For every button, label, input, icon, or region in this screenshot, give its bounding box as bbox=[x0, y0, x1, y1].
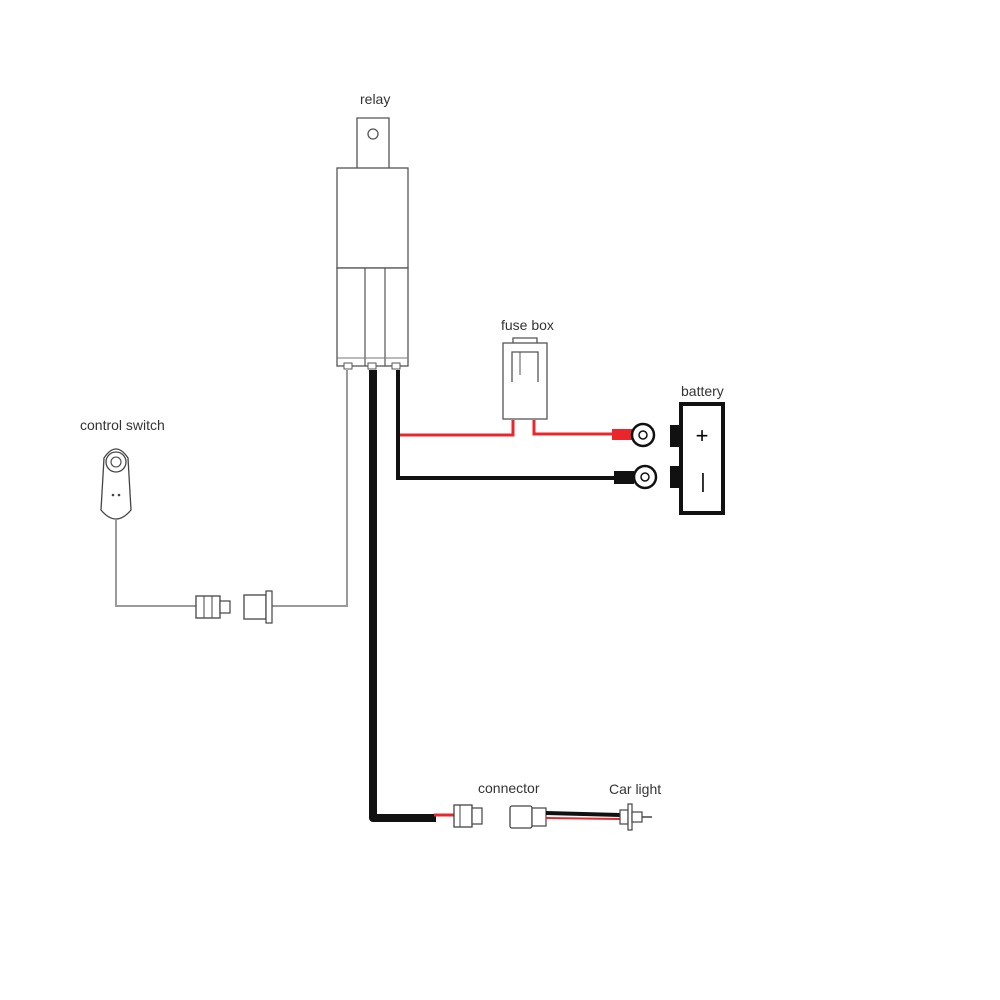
light-connector bbox=[453, 804, 547, 829]
relay-pin bbox=[367, 362, 377, 370]
relay-body-top bbox=[336, 167, 409, 269]
car-light-label: Car light bbox=[609, 781, 662, 797]
battery-post-positive bbox=[670, 425, 683, 447]
relay-pin bbox=[391, 362, 401, 370]
fuse-box-latch bbox=[511, 351, 539, 382]
light-connector-female bbox=[509, 805, 533, 829]
control-switch-body bbox=[100, 448, 132, 520]
car-light-wire-black bbox=[545, 811, 621, 817]
battery: + | bbox=[670, 402, 725, 515]
fuse-box-label: fuse box bbox=[501, 317, 554, 333]
relay bbox=[336, 117, 409, 370]
relay-mounting-hole bbox=[367, 128, 379, 140]
output-wire-black bbox=[369, 370, 436, 822]
relay-body-base bbox=[336, 267, 409, 367]
battery-label: battery bbox=[681, 383, 724, 399]
fuse-box-body bbox=[502, 342, 548, 420]
control-switch bbox=[100, 448, 132, 520]
car-light-plug bbox=[619, 803, 652, 831]
light-connector-male bbox=[453, 804, 473, 828]
positive-wire-relay-to-fuse bbox=[396, 370, 515, 437]
relay-pin bbox=[343, 362, 353, 370]
switch-connector-male bbox=[195, 595, 221, 619]
battery-body bbox=[679, 402, 725, 515]
control-switch-label: control switch bbox=[80, 417, 165, 433]
ground-wire-relay-to-battery bbox=[396, 370, 616, 480]
switch-connector-female bbox=[243, 594, 267, 620]
battery-post-negative bbox=[670, 466, 683, 488]
negative-ring-terminal bbox=[614, 464, 658, 490]
switch-wire-connector bbox=[195, 590, 273, 624]
car-light-wire-red bbox=[545, 817, 621, 820]
control-switch-knob-outer bbox=[105, 451, 127, 473]
fuse-box bbox=[502, 337, 548, 420]
fuse-box-cap bbox=[512, 337, 538, 343]
connector-label: connector bbox=[478, 780, 540, 796]
relay-mounting-tab bbox=[356, 117, 390, 168]
signal-wire-relay bbox=[272, 370, 348, 607]
positive-wire-fuse-to-battery bbox=[532, 420, 612, 436]
signal-wire-switch bbox=[115, 520, 196, 607]
positive-ring-terminal bbox=[612, 422, 656, 448]
battery-negative-symbol: | bbox=[700, 471, 705, 493]
battery-positive-symbol: + bbox=[696, 423, 709, 448]
control-switch-knob-inner bbox=[110, 456, 122, 468]
relay-label: relay bbox=[360, 91, 391, 107]
